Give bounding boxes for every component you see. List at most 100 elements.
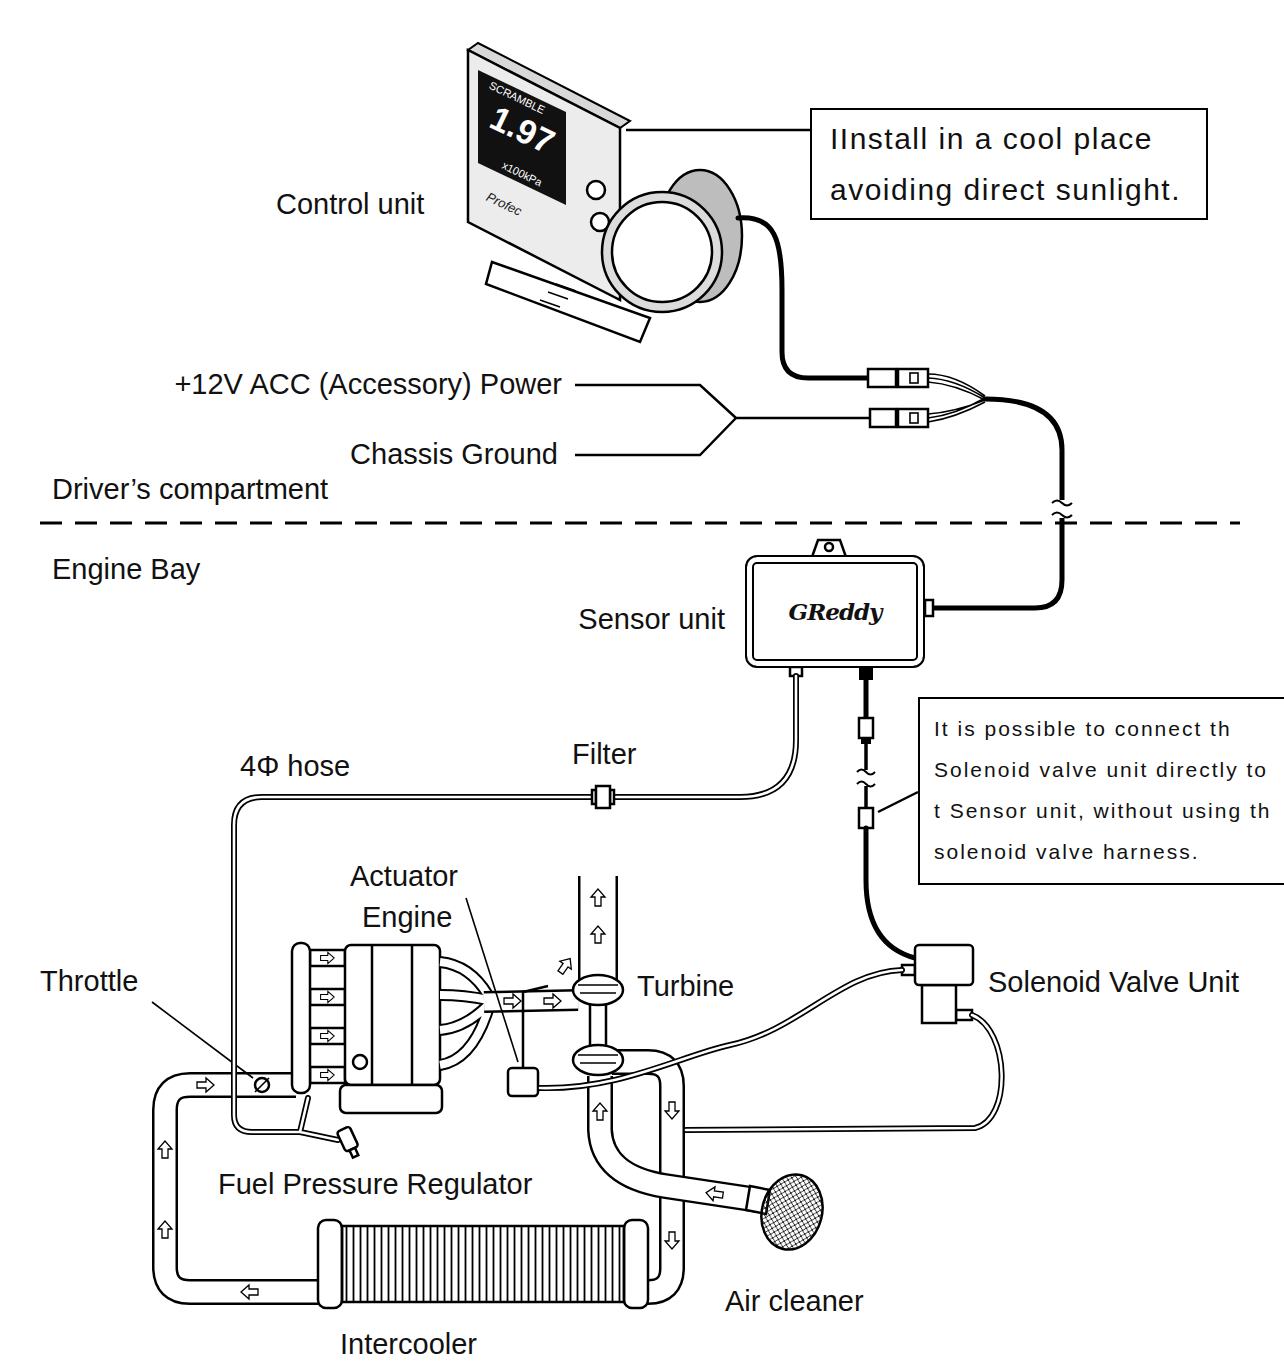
power-wires: [575, 385, 870, 455]
compressor-housing: [573, 1045, 623, 1075]
face-plate: [468, 50, 620, 300]
air-filter: [753, 1168, 831, 1257]
part-label: Air cleaner: [725, 1285, 864, 1318]
sensor-port: [925, 600, 933, 616]
flow-arrow: [665, 1102, 679, 1119]
vacuum-hose: [234, 676, 796, 1140]
connector: [868, 369, 896, 387]
regulator-nipple: [350, 1148, 359, 1158]
flow-arrow: [321, 991, 335, 1002]
pipe-bore: [600, 1076, 758, 1200]
vacuum-hose-bore: [234, 676, 796, 1140]
mount-hole: [825, 543, 833, 551]
break-mark: [857, 770, 875, 787]
intercooler-core: [342, 1226, 624, 1302]
callout-box: IInstall in a cool place avoiding direct…: [810, 108, 1208, 220]
flow-arrow: [158, 1141, 172, 1158]
connector-latch: [910, 373, 918, 383]
intake-runner: [310, 950, 345, 966]
flow-arrow: [321, 1030, 335, 1041]
oil-pan: [340, 1085, 442, 1113]
connector-latch: [910, 413, 918, 423]
flow-arrow: [555, 955, 576, 977]
solenoid-harness: [866, 828, 915, 958]
part-label: Actuator: [350, 860, 458, 893]
part-label: Intercooler: [340, 1328, 477, 1361]
part-label: Throttle: [40, 965, 138, 998]
solenoid-harness: [864, 680, 869, 718]
connector: [859, 808, 873, 828]
knob-ring: [602, 192, 722, 312]
hose-filter: [596, 786, 610, 808]
divider-line: [40, 522, 1240, 525]
fuel-pressure-regulator: [337, 1126, 362, 1159]
connector: [859, 718, 873, 738]
intake-runner: [310, 1028, 345, 1044]
flow-arrow: [197, 1078, 214, 1092]
flow-arrow: [504, 994, 521, 1008]
cable: [738, 218, 868, 378]
engine-cap: [353, 1055, 367, 1069]
throttle-shaft: [255, 1078, 269, 1092]
exhaust-manifold: [440, 962, 488, 1065]
intercooler-tank: [624, 1220, 648, 1308]
brand-logo: GReddy: [789, 598, 882, 625]
display-screen: [478, 70, 566, 205]
connector: [898, 369, 928, 387]
cable: [933, 399, 1062, 608]
leader-line: [152, 1002, 253, 1078]
flow-arrow: [665, 1232, 679, 1249]
turbo-core: [590, 1004, 606, 1048]
boost-hose: [686, 1015, 1002, 1130]
break-gap: [1051, 500, 1073, 518]
flow-arrow: [591, 926, 605, 943]
solenoid-coil: [915, 945, 973, 985]
intake-runner: [310, 989, 345, 1005]
zone-label: Engine Bay: [52, 553, 200, 586]
connector-boot: [861, 738, 871, 744]
sensor-unit-box: Sensor unitGReddy: [745, 555, 925, 668]
throttle-plate: [255, 1078, 269, 1092]
zone-label: Driver’s compartment: [52, 473, 328, 506]
break-mark: [1052, 501, 1072, 518]
connector: [898, 409, 928, 427]
wire-label: Chassis Ground: [350, 438, 558, 471]
intake-runner: [310, 1067, 345, 1083]
leader-line: [626, 129, 810, 132]
part-label: 4Φ hose: [240, 750, 350, 783]
wire-label: +12V ACC (Accessory) Power: [174, 368, 562, 401]
wire-bundle: [928, 374, 985, 422]
part-label: Filter: [572, 738, 636, 771]
exhaust-manifold-bore: [440, 962, 488, 1065]
leader-line: [466, 898, 518, 1062]
leader-line: [878, 792, 918, 812]
flow-arrow: [158, 1221, 172, 1238]
flow-arrow: [544, 994, 561, 1008]
flow-arrow: [241, 1285, 258, 1299]
part-label: Sensor unit: [578, 603, 725, 636]
actuator: [508, 1068, 538, 1096]
flow-arrow: [593, 1103, 607, 1120]
pipe: [600, 1076, 758, 1200]
break-gap: [856, 770, 876, 786]
intake-plenum: [292, 943, 310, 1093]
boost-hose-bore: [686, 1015, 1002, 1130]
connector: [870, 409, 896, 427]
note-text: It is possible to connect th Solenoid va…: [934, 709, 1274, 873]
valve-body: [922, 985, 956, 1023]
turbine-housing: [573, 975, 623, 1005]
turbine-blades: [578, 985, 618, 993]
boost-hose-bore: [540, 970, 902, 1088]
part-label: Engine: [362, 901, 452, 934]
exhaust-outlet-bore: [581, 876, 616, 980]
compressor-blades: [578, 1055, 618, 1063]
button: [587, 181, 605, 199]
engine-block: [345, 945, 440, 1085]
flow-arrow: [321, 1069, 335, 1080]
callout-text: IInstall in a cool place avoiding direct…: [830, 113, 1188, 215]
part-label: Turbine: [637, 970, 734, 1003]
part-label: Fuel Pressure Regulator: [218, 1168, 532, 1201]
knob-face: [612, 202, 712, 302]
flow-arrow: [321, 952, 335, 963]
